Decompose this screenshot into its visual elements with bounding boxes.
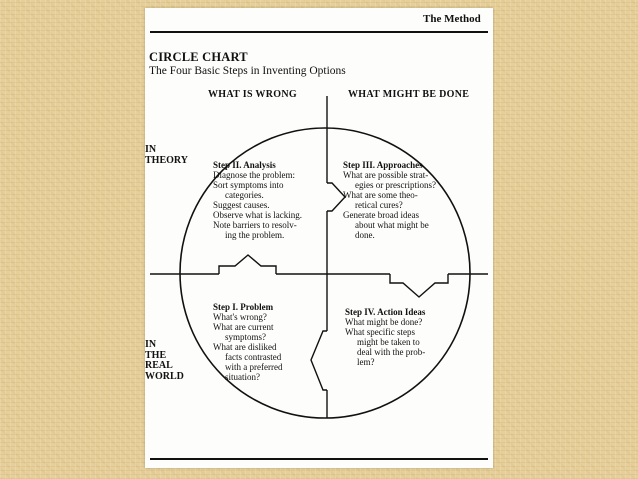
section-header: The Method: [423, 13, 481, 25]
step-line: retical cures?: [355, 200, 403, 210]
step-line: Suggest causes.: [213, 200, 270, 210]
column-heading-what-might-be-done: WHAT MIGHT BE DONE: [348, 89, 470, 100]
step-line: Diagnose the problem:: [213, 170, 295, 180]
step-line: What might be done?: [345, 317, 423, 327]
step-ii-heading: Step II. Analysis: [213, 160, 276, 170]
arrow-right-step2-to-step3: [327, 182, 346, 212]
step-i-heading: Step I. Problem: [213, 302, 274, 312]
circle-diagram: [150, 96, 488, 419]
circle-outline: [179, 127, 471, 419]
step-i-problem: Step I. Problem What's wrong?What are cu…: [213, 302, 282, 382]
step-line: might be taken to: [357, 337, 420, 347]
step-iii-approaches: Step III. Approaches What are possible s…: [343, 160, 436, 240]
row-label-real-world: IN THE REAL WORLD: [145, 339, 184, 382]
step-line: lem?: [357, 357, 375, 367]
step-line: done.: [355, 230, 375, 240]
arrow-left-step4-to-step1: [310, 330, 327, 391]
step-line: with a preferred: [225, 362, 283, 372]
step-iv-action-ideas: Step IV. Action Ideas What might be done…: [345, 307, 425, 367]
step-line: egies or prescriptions?: [355, 180, 436, 190]
step-line: about what might be: [355, 220, 429, 230]
step-line: Note barriers to resolv-: [213, 220, 297, 230]
step-line: What are some theo-: [343, 190, 418, 200]
step-line: Generate broad ideas: [343, 210, 419, 220]
step-line: facts contrasted: [225, 352, 282, 362]
step-line: What's wrong?: [213, 312, 267, 322]
step-line: What are current: [213, 322, 274, 332]
step-line: What are disliked: [213, 342, 277, 352]
step-iii-heading: Step III. Approaches: [343, 160, 423, 170]
row-label-in-theory: IN THEORY: [145, 144, 188, 166]
step-ii-analysis: Step II. Analysis Diagnose the problem:S…: [213, 160, 302, 240]
step-line: What specific steps: [345, 327, 415, 337]
column-heading-what-is-wrong: WHAT IS WRONG: [208, 89, 297, 100]
step-line: What are possible strat-: [343, 170, 429, 180]
step-iii-lines: What are possible strat-egies or prescri…: [343, 170, 436, 240]
arrow-up-step1-to-step2: [218, 254, 277, 274]
chart-subtitle: The Four Basic Steps in Inventing Option…: [149, 65, 346, 77]
top-rule: [150, 31, 488, 33]
step-line: situation?: [225, 372, 260, 382]
step-line: ing the problem.: [225, 230, 285, 240]
step-iv-heading: Step IV. Action Ideas: [345, 307, 426, 317]
step-line: Observe what is lacking.: [213, 210, 302, 220]
bottom-rule: [150, 458, 488, 460]
book-page: The Method CIRCLE CHART The Four Basic S…: [145, 8, 493, 468]
step-line: symptoms?: [225, 332, 267, 342]
step-line: deal with the prob-: [357, 347, 426, 357]
chart-title: CIRCLE CHART: [149, 50, 248, 64]
arrow-down-step3-to-step4: [389, 274, 449, 298]
step-line: Sort symptoms into: [213, 180, 284, 190]
step-line: categories.: [225, 190, 264, 200]
